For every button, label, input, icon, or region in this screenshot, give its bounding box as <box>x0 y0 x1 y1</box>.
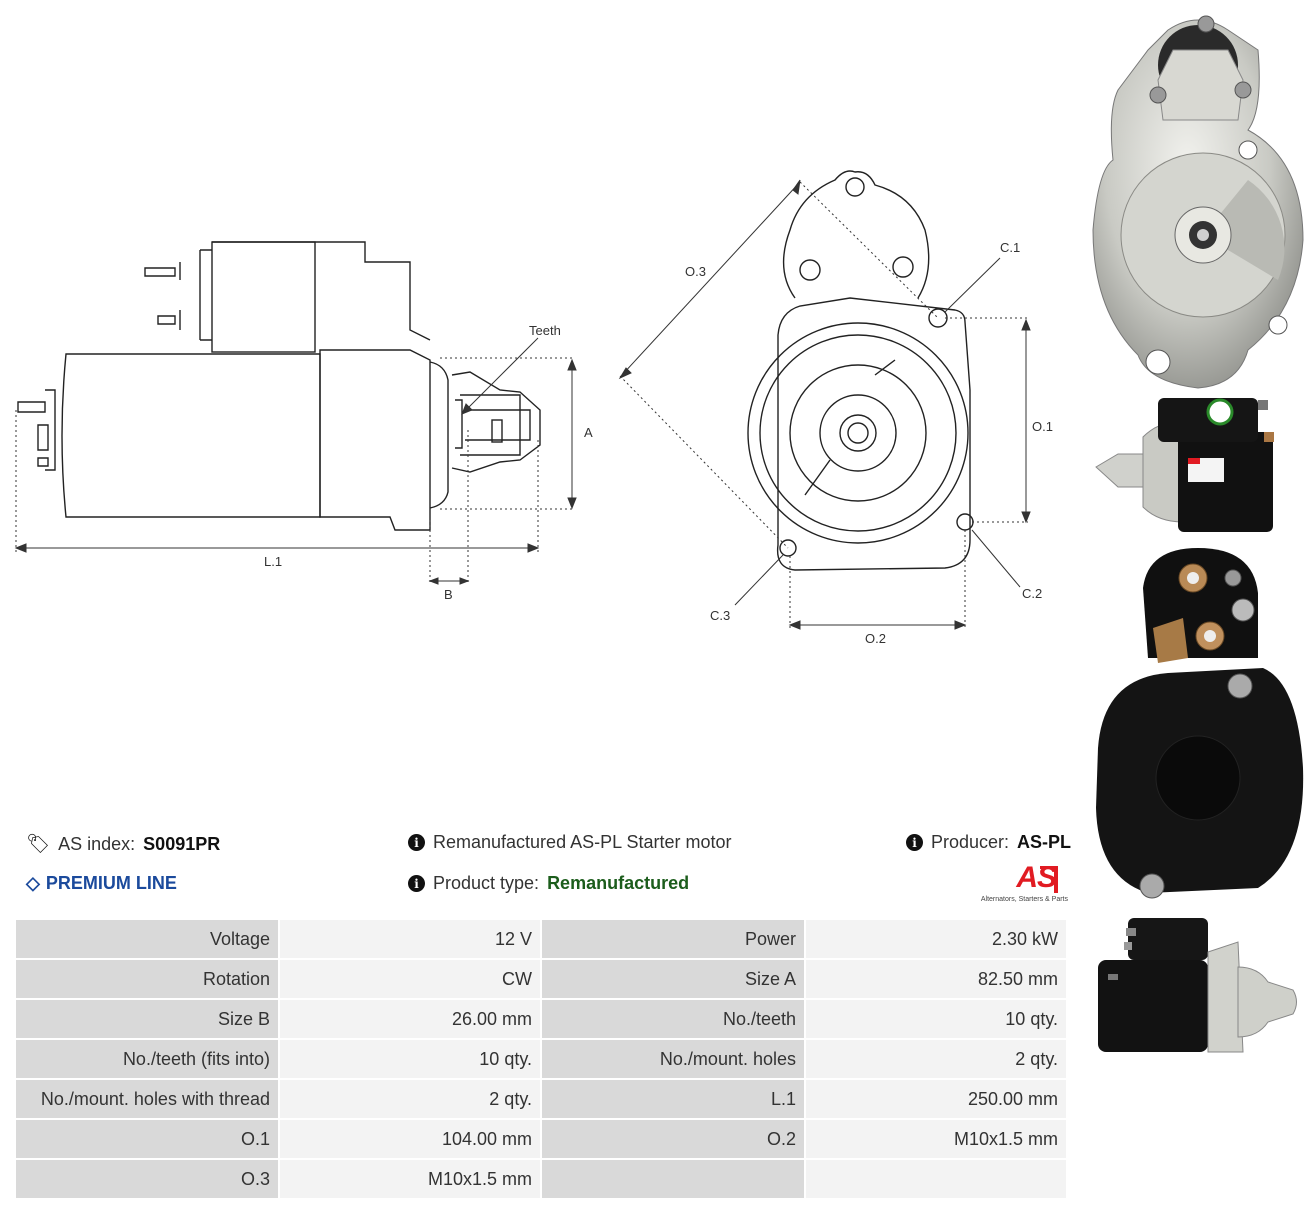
front-view-drawing: O.3 C.1 O.1 C.2 C.3 O.2 <box>618 170 1053 646</box>
o1-label: O.1 <box>1032 419 1053 434</box>
premium-line-label: PREMIUM LINE <box>45 873 177 893</box>
spec-name-cell: No./teeth (fits into) <box>16 1040 278 1078</box>
spec-name-cell: O.2 <box>542 1120 804 1158</box>
spec-value-cell: 12 V <box>280 920 540 958</box>
product-type-row: i Product type: Remanufactured <box>408 873 689 894</box>
spec-name-cell: Voltage <box>16 920 278 958</box>
as-index-value: S0091PR <box>143 833 221 854</box>
product-photo-side-2 <box>1098 918 1297 1053</box>
producer-label: Producer: <box>931 832 1010 852</box>
spec-name-cell: Power <box>542 920 804 958</box>
spec-value-cell: 250.00 mm <box>806 1080 1066 1118</box>
spec-value-cell: 2 qty. <box>280 1080 540 1118</box>
teeth-label: Teeth <box>529 323 561 338</box>
tags-icon: 🏷 <box>26 834 51 855</box>
as-index-label: AS index: <box>58 833 136 854</box>
spec-value-cell: CW <box>280 960 540 998</box>
info-icon: i <box>408 834 425 851</box>
spec-value-cell: 10 qty. <box>806 1000 1066 1038</box>
spec-value-cell <box>806 1160 1066 1198</box>
spec-name-cell: O.3 <box>16 1160 278 1198</box>
spec-value-cell: 2.30 kW <box>806 920 1066 958</box>
spec-value-cell: M10x1.5 mm <box>280 1160 540 1198</box>
producer-value: AS-PL <box>1017 832 1072 852</box>
spec-value-cell: 10 qty. <box>280 1040 540 1078</box>
size-a-label: A <box>584 425 593 440</box>
premium-line-badge: ◇ PREMIUM LINE <box>26 873 177 894</box>
as-pl-logo: AS Alternators, Starters & Parts <box>962 862 1070 908</box>
spec-value-cell: 82.50 mm <box>806 960 1066 998</box>
spec-value-cell: 2 qty. <box>806 1040 1066 1078</box>
c2-label: C.2 <box>1022 586 1042 601</box>
info-icon: i <box>906 834 923 851</box>
spec-row: No./teeth (fits into)10 qty.No./mount. h… <box>16 1040 1066 1078</box>
spec-name-cell: O.1 <box>16 1120 278 1158</box>
as-index-row: 🏷 AS index: S0091PR <box>26 832 220 856</box>
spec-name-cell <box>542 1160 804 1198</box>
product-photo-side <box>1095 398 1274 532</box>
c3-label: C.3 <box>710 608 730 623</box>
product-photo-rear <box>1096 548 1304 899</box>
description-row: i Remanufactured AS-PL Starter motor <box>408 832 731 853</box>
description-text: Remanufactured AS-PL Starter motor <box>433 832 732 852</box>
spec-name-cell: Size A <box>542 960 804 998</box>
side-view-drawing: Teeth A L.1 B <box>14 241 593 602</box>
producer-row: i Producer: AS-PL <box>906 832 1071 853</box>
spec-name-cell: Size B <box>16 1000 278 1038</box>
diamond-icon: ◇ <box>26 873 40 893</box>
spec-name-cell: No./mount. holes with thread <box>16 1080 278 1118</box>
l1-label: L.1 <box>264 554 282 569</box>
spec-name-cell: No./teeth <box>542 1000 804 1038</box>
spec-value-cell: M10x1.5 mm <box>806 1120 1066 1158</box>
o2-label: O.2 <box>865 631 886 646</box>
spec-value-cell: 26.00 mm <box>280 1000 540 1038</box>
spec-name-cell: L.1 <box>542 1080 804 1118</box>
info-icon: i <box>408 875 425 892</box>
spec-name-cell: Rotation <box>16 960 278 998</box>
product-type-label: Product type: <box>433 873 540 893</box>
o3-label: O.3 <box>685 264 706 279</box>
logo-tagline: Alternators, Starters & Parts <box>980 896 1068 903</box>
spec-value-cell: 104.00 mm <box>280 1120 540 1158</box>
spec-name-cell: No./mount. holes <box>542 1040 804 1078</box>
c1-label: C.1 <box>1000 240 1020 255</box>
product-type-value: Remanufactured <box>547 873 690 893</box>
product-photo-front <box>1092 15 1304 389</box>
size-b-label: B <box>444 587 453 602</box>
